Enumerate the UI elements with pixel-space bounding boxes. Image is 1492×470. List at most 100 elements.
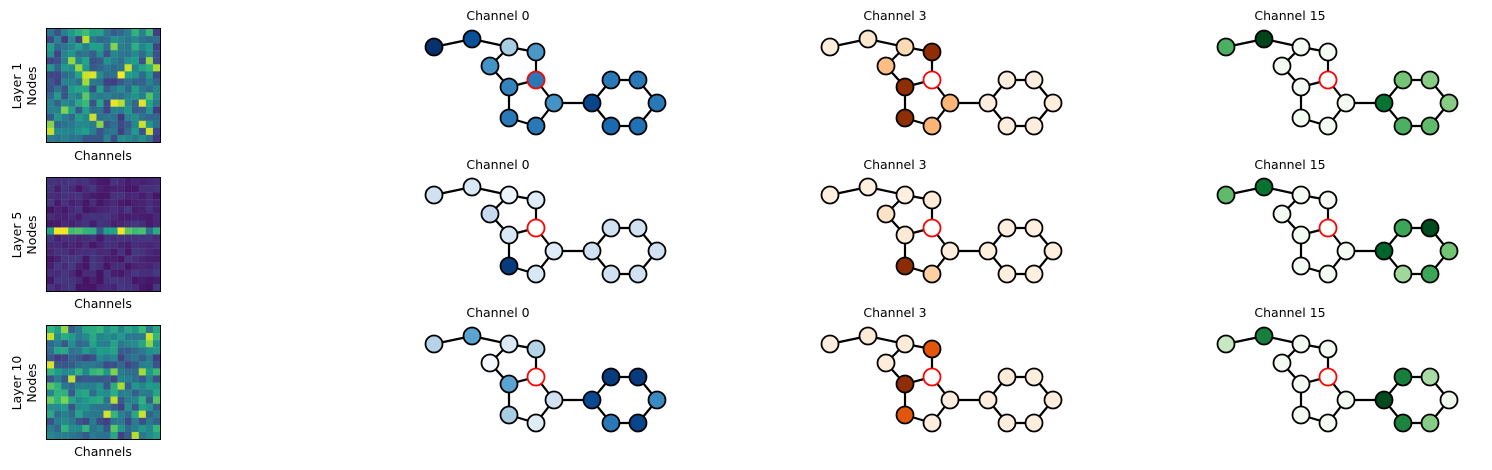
heatmap-cell [47,368,55,376]
heatmap-cell [131,326,139,334]
heatmap-cell [124,354,132,362]
heatmap-cell [110,347,118,355]
graph-node [858,177,878,197]
graph-node [1393,218,1413,238]
graph-node [1272,353,1292,373]
heatmap-cell [54,431,62,439]
heatmap-cell [68,134,76,142]
heatmap-cell [110,424,118,433]
graph-node [1216,37,1236,57]
heatmap-cell [103,106,111,114]
heatmap-cell [82,50,90,58]
heatmap-cell [145,361,154,369]
graph-node [1318,264,1338,284]
heatmap-cell [61,248,69,256]
heatmap-cell [103,347,111,355]
graph-node [895,185,915,205]
heatmap-cell [47,382,55,390]
heatmap-cell [152,382,160,390]
heatmap-cell [152,424,160,433]
heatmap-cell [131,389,139,397]
heatmap-cell [117,248,125,256]
heatmap-cell [54,368,62,376]
heatmap-cell [68,92,76,100]
heatmap-cell [131,368,139,376]
heatmap-cell [124,410,132,418]
graph-node [820,185,840,205]
heatmap-cell [131,213,139,221]
heatmap-cell [117,199,125,207]
heatmap-cell [124,248,132,256]
graph-node [628,367,648,387]
heatmap-cell [138,120,147,129]
heatmap-cell [96,382,104,390]
heatmap-cell [138,220,147,228]
heatmap-cell [54,106,62,114]
heatmap-cell [131,417,139,426]
heatmap-cell [68,185,76,193]
graph-node [895,77,915,97]
heatmap-cell [47,347,55,355]
heatmap-cell [82,424,90,433]
heatmap-cell [145,43,154,51]
graph-node [1024,367,1044,387]
graph-node [544,93,564,113]
heatmap-cell [47,99,55,107]
heatmap-cell [47,241,55,249]
graph-node [526,264,546,284]
heatmap-cell [138,283,147,291]
heatmap-cell [68,403,76,411]
heatmap-cell [131,71,139,79]
heatmap-cell [131,403,139,411]
heatmap-cell [68,36,76,44]
heatmap-cell [68,192,76,200]
graph-node [1291,77,1311,97]
heatmap-cell [131,375,139,383]
graph-node [1291,185,1311,205]
heatmap-cell [124,85,132,93]
heatmap-cell [61,92,69,100]
graph-node [480,56,500,76]
graph-node [997,264,1017,284]
heatmap-cell [75,368,83,376]
heatmap-cell [103,361,111,369]
graph-node [628,264,648,284]
graph-node-highlighted [922,70,942,90]
heatmap-cell [138,368,147,376]
heatmap-cell [152,241,160,249]
graph-node [647,93,667,113]
heatmap-cell [96,213,104,221]
heatmap-cell [117,283,125,291]
graph-node [895,256,915,276]
heatmap-cell [82,403,90,411]
graph-node-highlighted [526,367,546,387]
graph-node [1420,413,1440,433]
heatmap-cell [110,340,118,348]
heatmap-cell [152,127,160,136]
heatmap-cell [68,396,76,404]
heatmap-cell [117,255,125,263]
heatmap-cell [82,354,90,362]
heatmap-cell [68,50,76,58]
heatmap-cell [82,396,90,404]
heatmap-cell [145,71,154,79]
graph-node [1318,42,1338,62]
heatmap-cell [152,361,160,369]
heatmap-cell [131,106,139,114]
heatmap-cell [131,29,139,37]
heatmap-cell [117,120,125,129]
heatmap-cell [152,192,160,200]
graph-node [1024,264,1044,284]
heatmap-cell [96,178,104,186]
heatmap-cell [117,185,125,193]
heatmap-cell [75,431,83,439]
heatmap-cell [138,36,147,44]
heatmap-cell [110,220,118,228]
heatmap-cell [117,220,125,228]
heatmap-cell [138,396,147,404]
heatmap-cell [152,43,160,51]
heatmap-cell [152,29,160,37]
graph-node [858,326,878,346]
heatmap-cell [110,417,118,426]
heatmap-cell [47,113,55,121]
